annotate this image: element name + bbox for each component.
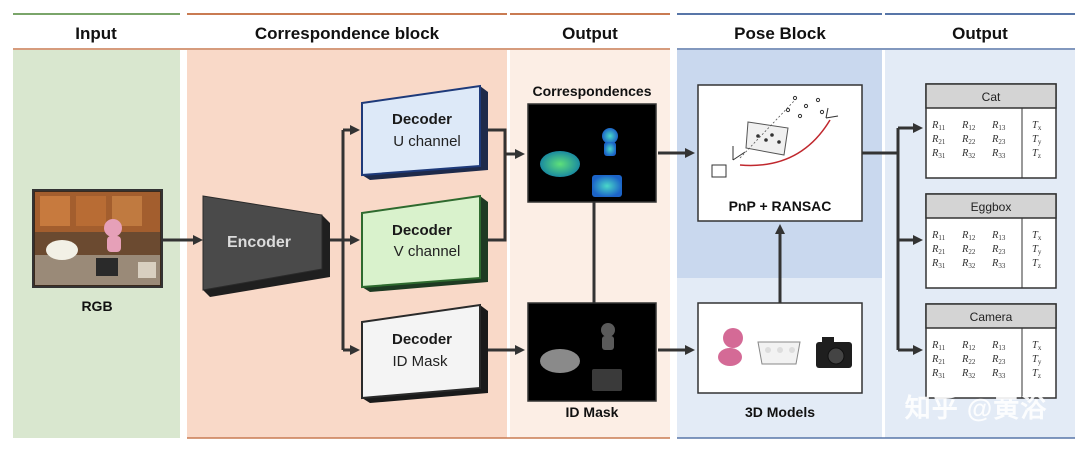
output-box-title: Eggbox (971, 200, 1012, 214)
correspondences-image (527, 103, 657, 203)
id-mask-label: ID Mask (566, 404, 619, 420)
decoder-v-block (361, 194, 488, 292)
decoder-u-block (361, 84, 488, 180)
watermark: 知乎 @黄浴 (905, 393, 1048, 423)
pose-connectors (658, 123, 923, 355)
header-output-1: Output (562, 24, 618, 43)
decoder-v-subtitle: V channel (394, 243, 461, 260)
translation-entry: Ty (1032, 244, 1042, 256)
decoder-u-title: Decoder (392, 111, 452, 128)
models-label: 3D Models (745, 404, 815, 420)
decoder-u-subtitle: U channel (393, 133, 461, 150)
pnp-label: PnP + RANSAC (729, 198, 832, 214)
encoder-block (202, 195, 330, 297)
header-output-2: Output (952, 24, 1008, 43)
translation-entry: Tx (1032, 120, 1042, 132)
rgb-label: RGB (81, 298, 112, 314)
header-correspondence: Correspondence block (255, 24, 440, 43)
output-box-title: Cat (982, 90, 1001, 104)
decoder-id-subtitle: ID Mask (392, 353, 448, 370)
decoder-id-title: Decoder (392, 331, 452, 348)
models-box (697, 302, 863, 394)
output-box-title: Camera (970, 310, 1013, 324)
translation-entry: Ty (1032, 354, 1042, 366)
translation-entry: Tz (1032, 258, 1041, 270)
encoder-label: Encoder (227, 234, 291, 251)
translation-entry: Tz (1032, 148, 1041, 160)
header-pose: Pose Block (734, 24, 826, 43)
translation-entry: Tx (1032, 340, 1042, 352)
decoder-output-connectors (488, 128, 596, 355)
rgb-image (32, 189, 163, 288)
translation-entry: Ty (1032, 134, 1042, 146)
translation-entry: Tx (1032, 230, 1042, 242)
header-input: Input (75, 24, 117, 43)
pnp-box (697, 84, 863, 222)
correspondences-label: Correspondences (532, 83, 651, 99)
decoder-id-block (361, 303, 488, 403)
id-mask-image (527, 302, 657, 402)
encoder-connectors (162, 125, 360, 355)
decoder-v-title: Decoder (392, 222, 452, 239)
translation-entry: Tz (1032, 368, 1041, 380)
